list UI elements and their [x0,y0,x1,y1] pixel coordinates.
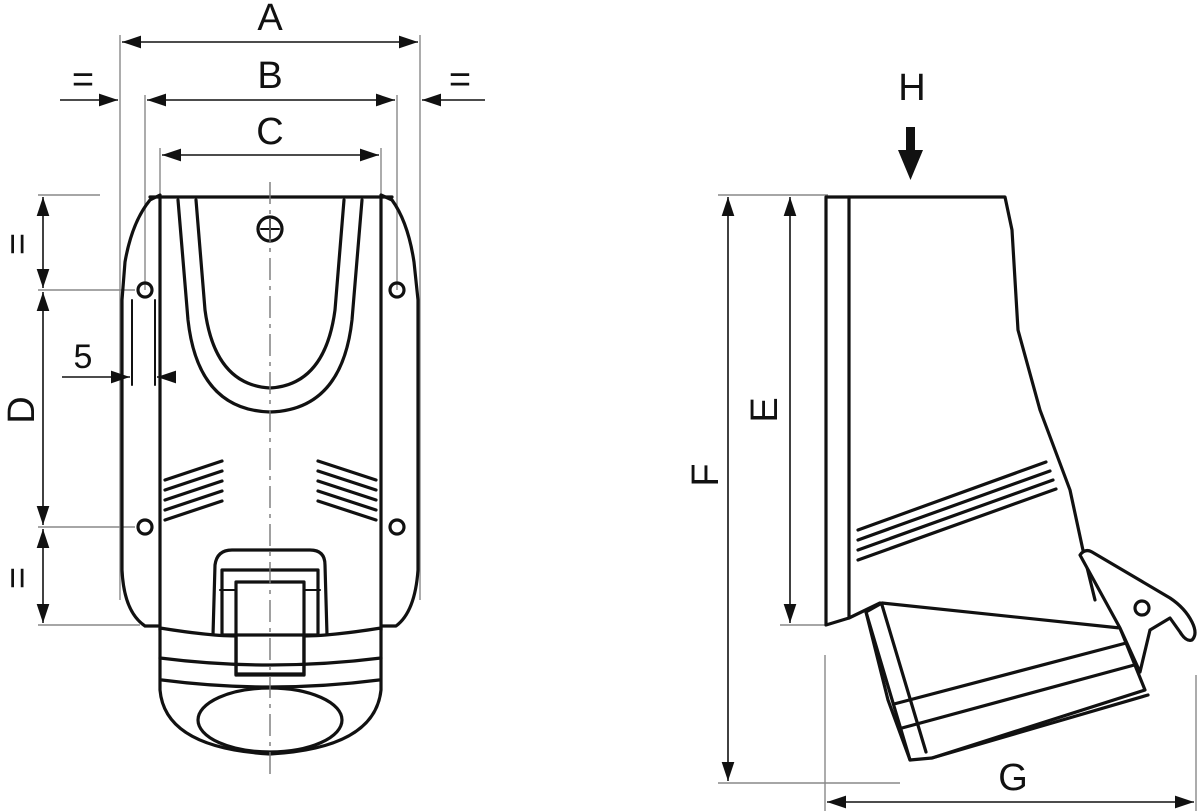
mounting-plate-left [120,193,162,628]
label-b: B [257,55,282,97]
side-socket-front-edge [864,610,912,762]
label-g: G [998,757,1028,799]
side-view [718,127,1197,811]
side-socket-ring-2 [900,662,1140,730]
label-c: C [256,111,283,153]
latch-housing [211,548,329,637]
label-five: 5 [74,338,93,376]
arrow-down-icon [898,127,923,180]
vent-slots-right [316,459,378,522]
side-socket-inner-edge [880,603,928,754]
label-f: F [685,463,727,486]
side-socket-ring-1 [892,640,1132,706]
label-equal-lower: = [0,567,39,589]
label-equal-upper: = [0,233,39,255]
side-mounting-plate [824,195,851,627]
label-equal-right: = [449,59,471,101]
label-a: A [257,0,283,39]
mounting-plate-right [379,193,420,628]
side-socket-ring-3 [930,693,1150,760]
label-e: E [744,397,786,422]
side-vent-slots [856,460,1058,562]
mounting-hole-bottom-right [388,518,406,536]
label-equal-left: = [72,59,94,101]
side-latch-pivot [1133,599,1151,617]
socket-ring-line-1 [158,656,383,667]
label-h: H [898,67,925,109]
mounting-hole-bottom-left [136,518,154,536]
label-d: D [1,396,43,423]
vent-slots-left [163,459,224,522]
side-body-outline [847,195,1097,602]
front-view [36,35,485,780]
mounting-hole-top-left [136,281,154,299]
side-socket-body [864,601,1147,762]
mounting-hole-top-right [388,281,406,299]
